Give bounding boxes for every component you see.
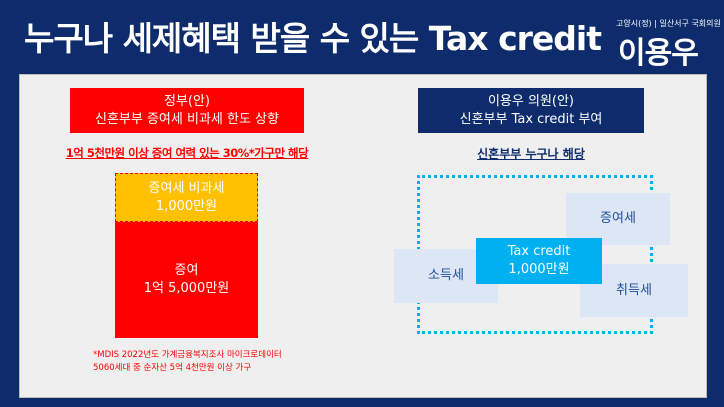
credit-amount: 1,000만원: [508, 262, 570, 277]
exempt-label: 증여세 비과세: [148, 180, 225, 196]
lee-plan-heading: 이용우 의원(안) 신혼부부 Tax credit 부여: [418, 88, 644, 133]
gift-tax-box: 증여세: [566, 193, 670, 245]
legislator-name: 이용우: [618, 36, 699, 71]
heading-line: 신혼부부 Tax credit 부여: [459, 111, 603, 127]
footnote-line: *MDIS 2022년도 가계금융복지조사 마이크로데이터: [93, 350, 282, 360]
gift-box: 증여 1억 5,000만원: [115, 222, 258, 338]
exempt-amount: 1,000만원: [155, 198, 218, 214]
heading-line: 이용우 의원(안): [487, 93, 575, 109]
footnote-line: 5060세대 중 순자산 5억 4천만원 이상 가구: [93, 363, 252, 373]
heading-line: 신혼부부 증여세 비과세 한도 상향: [95, 111, 279, 127]
lee-subtitle: 신혼부부 누구나 해당: [477, 147, 585, 161]
government-plan-heading: 정부(안) 신혼부부 증여세 비과세 한도 상향: [70, 88, 304, 133]
credit-label: Tax credit: [507, 244, 571, 259]
heading-line: 정부(안): [163, 93, 211, 109]
affiliation: 고양시(정) | 일산서구 국회의원: [616, 19, 721, 28]
exempt-box: 증여세 비과세 1,000만원: [115, 173, 258, 222]
page-title: 누구나 세제혜택 받을 수 있는 Tax credit: [24, 19, 602, 58]
footnote: *MDIS 2022년도 가계금융복지조사 마이크로데이터 5060세대 중 순…: [93, 349, 282, 375]
government-subtitle: 1억 5천만원 이상 증여 여력 있는 30%*가구만 해당: [65, 146, 309, 160]
tax-credit-box: Tax credit 1,000만원: [476, 238, 602, 284]
gift-amount: 1억 5,000만원: [143, 281, 230, 296]
gift-label: 증여: [174, 263, 199, 278]
